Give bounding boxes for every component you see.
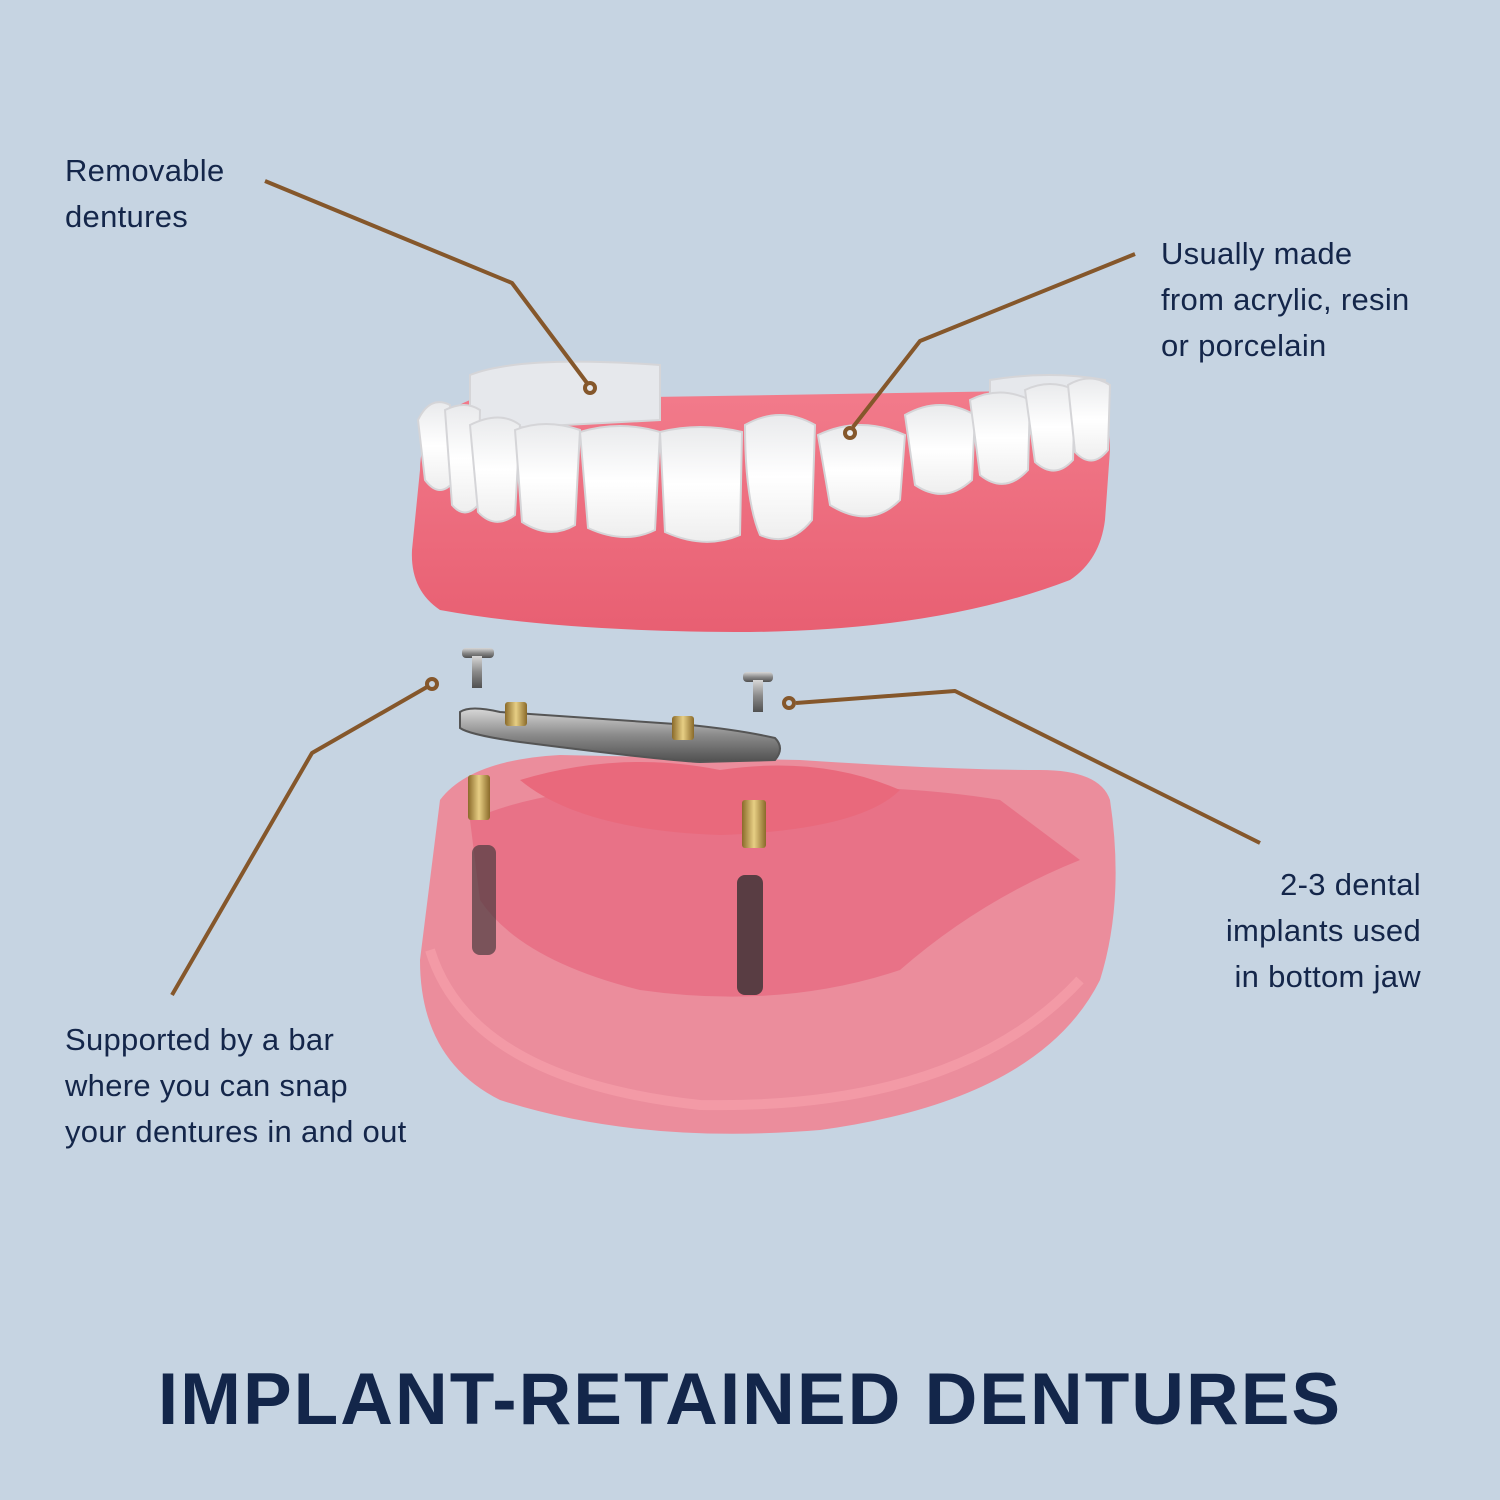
callout-implants: 2-3 dental implants used in bottom jaw: [1225, 867, 1421, 994]
lower-jaw: [420, 755, 1116, 1134]
implants: [468, 775, 766, 995]
callout-bar-support: Supported by a bar where you can snap yo…: [65, 1022, 407, 1149]
page-title: IMPLANT-RETAINED DENTURES: [157, 1359, 1343, 1440]
retention-bar: [459, 702, 781, 764]
leader-dot-bar: [425, 677, 439, 691]
leader-line-removable: [264, 179, 589, 385]
leader-line-bar: [170, 685, 428, 997]
callout-material: Usually made from acrylic, resin or porc…: [1161, 236, 1410, 363]
upper-denture: [411, 360, 1112, 632]
leader-line-material: [851, 252, 1136, 429]
leader-dot-removable: [583, 381, 597, 395]
callout-removable-dentures: Removable dentures: [65, 153, 225, 234]
leader-dot-implants: [782, 696, 796, 710]
screws: [462, 648, 773, 712]
leader-line-implants: [795, 689, 1261, 845]
leader-dot-material: [843, 426, 857, 440]
